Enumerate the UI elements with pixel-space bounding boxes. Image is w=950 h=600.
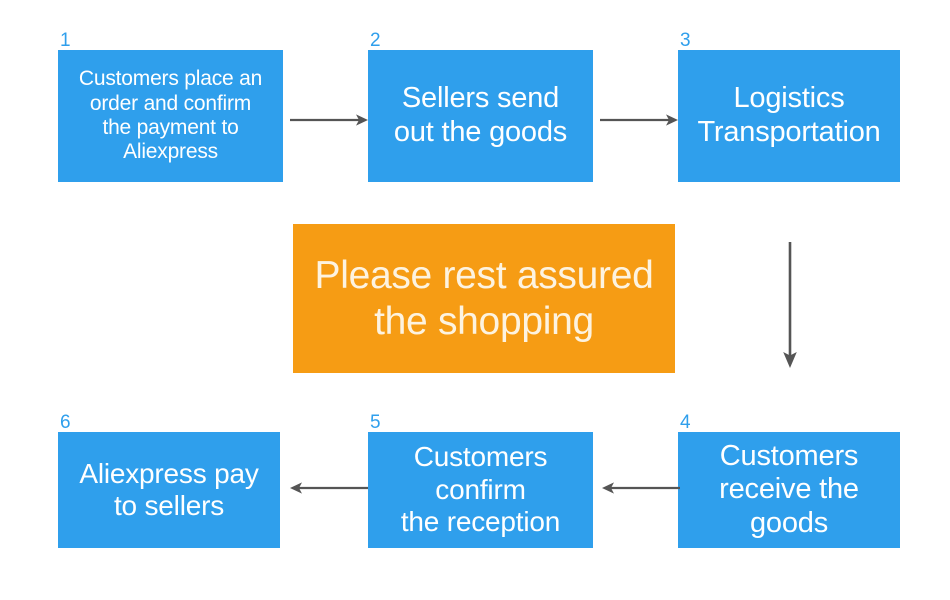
step-number-4: 4 bbox=[680, 412, 691, 433]
arrow-down-icon-step3-step4 bbox=[783, 242, 797, 368]
step-box-3: Logistics Transportation bbox=[678, 50, 900, 182]
step-box-2-label: Sellers send out the goods bbox=[393, 82, 568, 148]
step-number-6: 6 bbox=[60, 412, 71, 433]
step-box-5-label: Customers confirm the reception bbox=[400, 441, 561, 538]
step-box-6: Aliexpress pay to sellers bbox=[58, 432, 280, 548]
reassurance-banner-label: Please rest assured the shopping bbox=[314, 253, 654, 343]
step-box-4: Customers receive the goods bbox=[678, 432, 900, 548]
step-box-5: Customers confirm the reception bbox=[368, 432, 593, 548]
arrow-left-icon-step5-step6 bbox=[290, 482, 368, 494]
step-number-3: 3 bbox=[680, 30, 691, 51]
step-box-6-label: Aliexpress pay to sellers bbox=[79, 457, 259, 521]
step-number-2: 2 bbox=[370, 30, 381, 51]
arrow-left-icon-step4-step5 bbox=[602, 482, 680, 494]
step-box-3-label: Logistics Transportation bbox=[697, 82, 881, 148]
step-box-4-label: Customers receive the goods bbox=[719, 439, 859, 539]
step-box-1: Customers place an order and confirm the… bbox=[58, 50, 283, 182]
arrow-right-icon-step1-step2 bbox=[290, 114, 368, 126]
step-number-5: 5 bbox=[370, 412, 381, 433]
step-box-2: Sellers send out the goods bbox=[368, 50, 593, 182]
step-number-1: 1 bbox=[60, 30, 71, 51]
reassurance-banner: Please rest assured the shopping bbox=[293, 224, 675, 373]
arrow-right-icon-step2-step3 bbox=[600, 114, 678, 126]
step-box-1-label: Customers place an order and confirm the… bbox=[78, 67, 263, 164]
